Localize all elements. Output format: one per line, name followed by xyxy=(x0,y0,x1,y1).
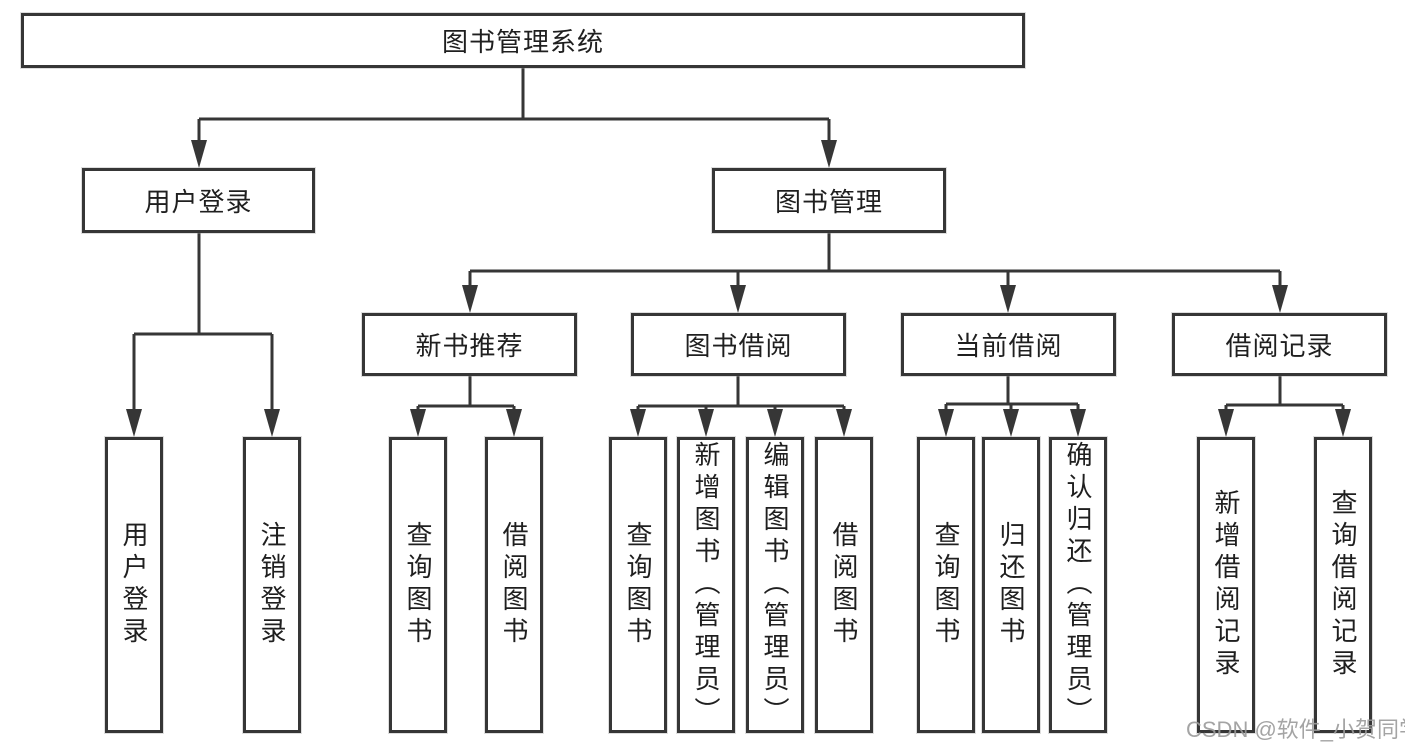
leaf-borrow-books: 借阅图书 xyxy=(485,437,543,733)
node-label: 查询图书 xyxy=(623,521,653,649)
watermark-text: CSDN @软件_小贺同学 xyxy=(1186,717,1405,742)
arrowhead xyxy=(938,409,954,437)
leaf-query-books: 查询图书 xyxy=(389,437,447,733)
node-label: 查询图书 xyxy=(931,521,961,649)
node-label: 查询图书 xyxy=(403,521,433,649)
arrowhead xyxy=(1003,409,1019,437)
node-label: 查询借阅记录 xyxy=(1328,489,1358,681)
arrowhead xyxy=(1070,409,1086,437)
node-label: 图书借阅 xyxy=(684,331,793,361)
node-label: 当前借阅 xyxy=(954,331,1063,361)
node-label: 归还图书 xyxy=(996,521,1026,649)
node-book-borrow: 图书借阅 xyxy=(631,313,846,376)
arrowhead xyxy=(730,285,746,313)
arrowhead xyxy=(1272,285,1288,313)
node-user-login: 用户登录 xyxy=(82,168,315,233)
connector-current-to-children xyxy=(944,376,1080,412)
node-label: 用户登录 xyxy=(119,521,149,649)
connector-newbook-to-children xyxy=(416,376,516,412)
node-label: 借阅图书 xyxy=(499,521,529,649)
node-current-borrow: 当前借阅 xyxy=(901,313,1116,376)
arrowhead xyxy=(264,409,280,437)
arrowhead xyxy=(506,409,522,437)
node-label: 图书管理系统 xyxy=(441,27,604,57)
node-label: 编辑图书（管理员） xyxy=(760,441,790,729)
arrowhead xyxy=(630,409,646,437)
node-label: 图书管理 xyxy=(774,187,883,217)
arrowhead xyxy=(836,409,852,437)
arrowhead xyxy=(1000,285,1016,313)
leaf-logout: 注销登录 xyxy=(243,437,301,733)
node-label: 借阅记录 xyxy=(1225,331,1334,361)
node-label: 借阅图书 xyxy=(829,521,859,649)
node-label: 确认归还（管理员） xyxy=(1063,441,1093,729)
node-root-system: 图书管理系统 xyxy=(21,13,1025,68)
arrowhead xyxy=(821,140,837,168)
arrowhead xyxy=(767,409,783,437)
leaf-confirm-return-admin: 确认归还（管理员） xyxy=(1049,437,1107,733)
arrowhead xyxy=(191,140,207,168)
leaf-add-borrow-record: 新增借阅记录 xyxy=(1197,437,1255,733)
node-book-management: 图书管理 xyxy=(712,168,946,233)
connector-borrow-to-children xyxy=(636,376,846,412)
arrowhead xyxy=(410,409,426,437)
leaf-return-books: 归还图书 xyxy=(982,437,1040,733)
connector-records-to-children xyxy=(1224,376,1345,412)
connector-management-to-modules xyxy=(468,233,1282,288)
leaf-query-books: 查询图书 xyxy=(609,437,667,733)
node-borrow-records: 借阅记录 xyxy=(1172,313,1387,376)
arrowhead xyxy=(698,409,714,437)
leaf-query-books: 查询图书 xyxy=(917,437,975,733)
node-new-book-recommend: 新书推荐 xyxy=(362,313,577,376)
node-label: 注销登录 xyxy=(257,521,287,649)
leaf-borrow-books: 借阅图书 xyxy=(815,437,873,733)
arrowhead xyxy=(1218,409,1234,437)
node-label: 新增借阅记录 xyxy=(1211,489,1241,681)
leaf-edit-books-admin: 编辑图书（管理员） xyxy=(746,437,804,733)
leaf-add-books-admin: 新增图书（管理员） xyxy=(677,437,735,733)
arrowhead xyxy=(1335,409,1351,437)
node-label: 用户登录 xyxy=(144,187,253,217)
connector-login-to-children xyxy=(132,233,274,412)
arrowhead xyxy=(126,409,142,437)
leaf-user-login: 用户登录 xyxy=(105,437,163,733)
node-label: 新书推荐 xyxy=(415,331,524,361)
connector-root-to-level2 xyxy=(197,68,831,144)
node-label: 新增图书（管理员） xyxy=(691,441,721,729)
arrowhead xyxy=(462,285,478,313)
leaf-query-borrow-record: 查询借阅记录 xyxy=(1314,437,1372,733)
